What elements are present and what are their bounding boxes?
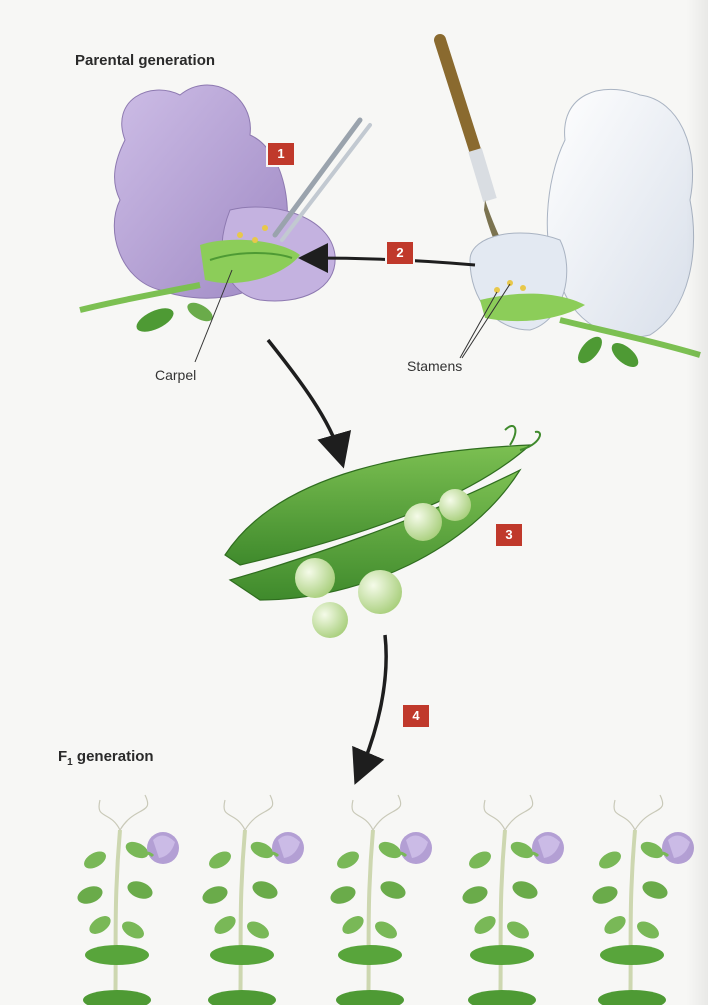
white-flower-icon xyxy=(470,89,700,371)
to-pod-arrow xyxy=(268,340,340,455)
stamens-label: Stamens xyxy=(407,358,462,374)
carpel-label: Carpel xyxy=(155,367,196,383)
to-f1-arrow xyxy=(360,635,386,772)
step-badge-3: 3 xyxy=(496,524,522,546)
f1-generation-heading: F1 generation xyxy=(58,748,154,768)
step-badge-4: 4 xyxy=(403,705,429,727)
pea-pod-icon xyxy=(225,426,540,638)
f1-suffix: generation xyxy=(73,748,154,765)
f1-prefix: F xyxy=(58,748,67,765)
step-badge-2: 2 xyxy=(387,242,413,264)
page-edge-shadow xyxy=(686,0,708,1005)
parental-generation-heading: Parental generation xyxy=(75,52,215,69)
step-badge-1: 1 xyxy=(268,143,294,165)
stamens-leader-line xyxy=(460,292,497,358)
pea-plant-icon xyxy=(75,795,694,1005)
purple-flower-icon xyxy=(80,85,335,337)
